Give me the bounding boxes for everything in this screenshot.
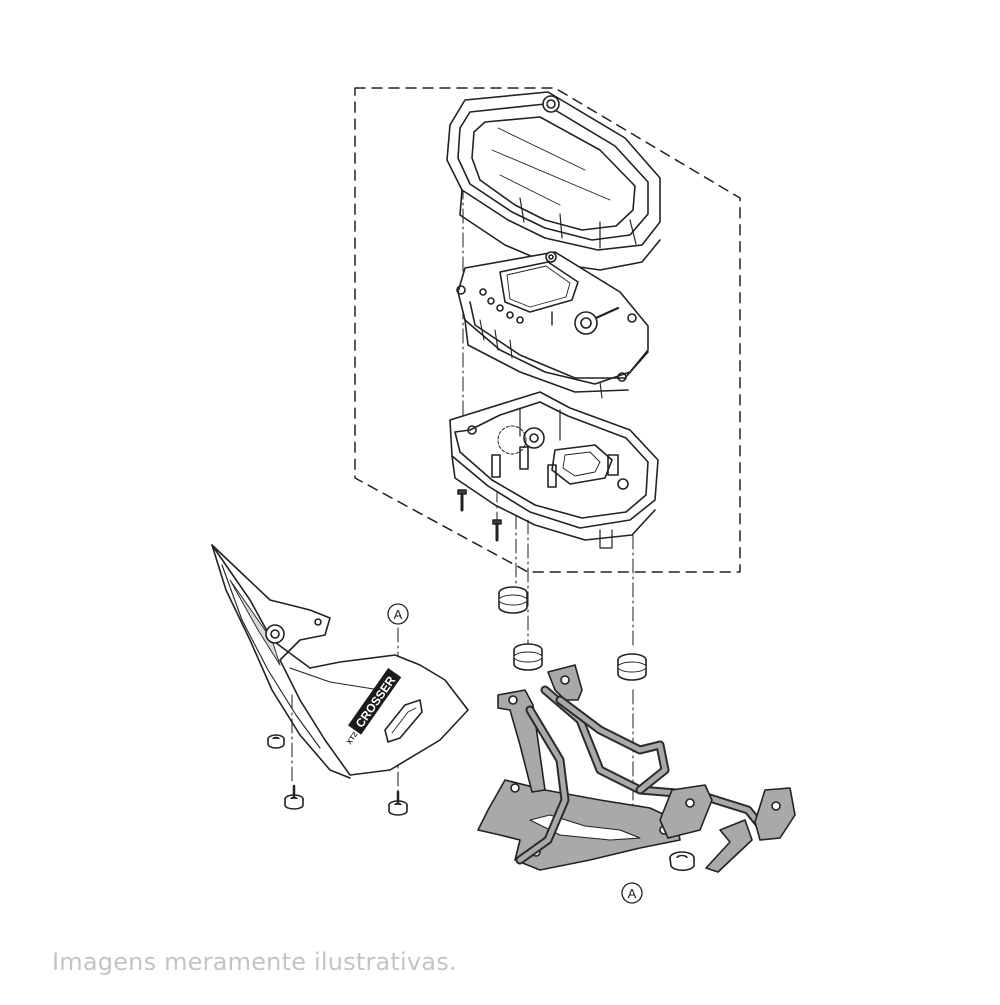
callout-a-bracket-label: A <box>628 886 637 901</box>
meter-bracket <box>477 664 796 873</box>
disclaimer-caption: Imagens meramente ilustrativas. <box>52 948 457 976</box>
meter-lcd-assembly <box>456 251 649 399</box>
callout-a-bracket <box>621 882 643 904</box>
cluster-screws <box>457 489 502 542</box>
cowl-screws <box>267 734 408 816</box>
meter-lower-case <box>449 391 659 549</box>
meter-cover <box>446 91 661 271</box>
assembly-dashed-outline <box>354 87 741 573</box>
callout-a-cowl-label: A <box>394 607 403 622</box>
rubber-grommets <box>498 586 695 872</box>
front-cowl <box>211 544 469 779</box>
callout-a-cowl <box>387 603 409 625</box>
